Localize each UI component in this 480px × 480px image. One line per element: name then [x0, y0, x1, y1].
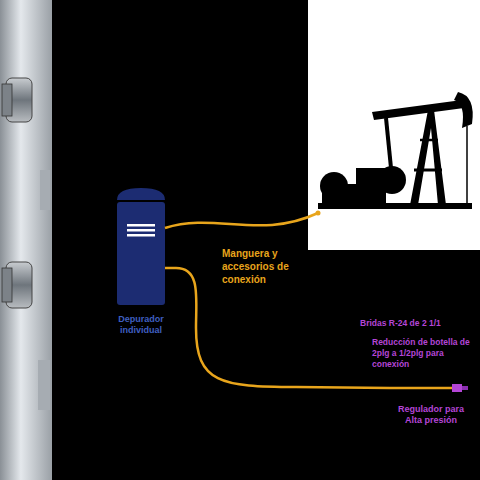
node-text: Regulador para Alta presión	[390, 404, 472, 427]
pumpjack	[308, 0, 480, 250]
hose-connector	[176, 268, 390, 388]
hose	[165, 213, 318, 228]
node-text: Depurador individual	[106, 314, 176, 337]
flange-label: Bridas R-24 de 2 1/1	[360, 318, 476, 329]
regulator-symbol	[390, 382, 472, 396]
separator-vessel	[0, 0, 52, 480]
hose-fitting	[316, 211, 321, 216]
scrubber-vessel	[117, 188, 165, 305]
reducer-label: Reducción de botella de 2plg a 1/2plg pa…	[372, 337, 476, 370]
regulator-node: Regulador para Alta presión	[390, 382, 472, 427]
hose	[165, 267, 176, 270]
scrubber-node: Depurador individual	[106, 188, 176, 337]
hose-label: Manguera y accesorios de conexión	[222, 247, 314, 286]
